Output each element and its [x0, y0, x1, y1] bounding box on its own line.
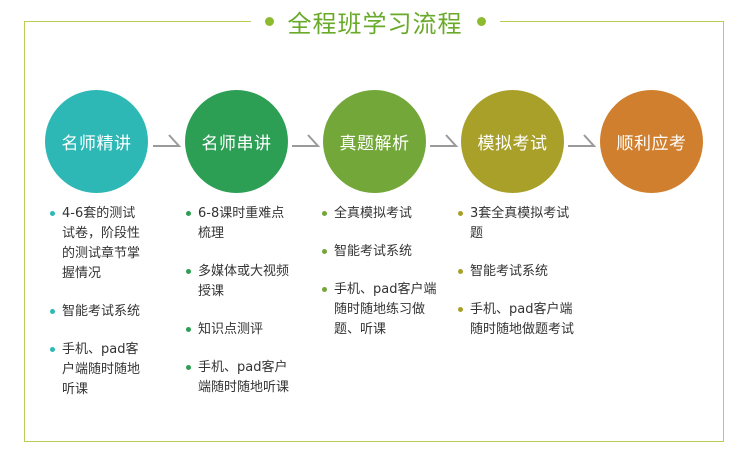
step-circle-2: 名师串讲: [185, 90, 288, 193]
page-title: 全程班学习流程: [287, 9, 463, 38]
list-item: 4-6套的测试试卷，阶段性的测试章节掌握情况: [50, 204, 148, 284]
step-circle-3: 真题解析: [323, 90, 426, 193]
arrow-icon: [291, 131, 321, 149]
title-left-dot-icon: [264, 16, 274, 26]
arrow-icon: [429, 131, 459, 149]
list-item: 6-8课时重难点梳理: [186, 204, 294, 244]
step-circle-1: 名师精讲: [45, 90, 148, 193]
step-circle-5: 顺利应考: [600, 90, 703, 193]
list-item: 3套全真模拟考试题: [458, 204, 576, 244]
list-item: 手机、pad客户端随时随地听课: [186, 358, 294, 398]
step-2-details: 6-8课时重难点梳理 多媒体或大视频授课 知识点测评 手机、pad客户端随时随地…: [186, 204, 294, 416]
step-3-details: 全真模拟考试 智能考试系统 手机、pad客户端随时随地练习做题、听课: [322, 204, 440, 358]
arrow-icon: [152, 131, 182, 149]
step-4-details: 3套全真模拟考试题 智能考试系统 手机、pad客户端随时随地做题考试: [458, 204, 576, 358]
list-item: 手机、pad客户端随时随地做题考试: [458, 300, 576, 340]
list-item: 手机、pad客户端随时随地练习做题、听课: [322, 280, 440, 340]
step-circle-4: 模拟考试: [461, 90, 564, 193]
list-item: 全真模拟考试: [322, 204, 440, 224]
title-bar: 全程班学习流程: [0, 2, 750, 40]
list-item: 知识点测评: [186, 320, 294, 340]
list-item: 智能考试系统: [50, 302, 148, 322]
list-item: 智能考试系统: [322, 242, 440, 262]
list-item: 手机、pad客户端随时随地听课: [50, 340, 148, 400]
list-item: 多媒体或大视频授课: [186, 262, 294, 302]
list-item: 智能考试系统: [458, 262, 576, 282]
step-1-details: 4-6套的测试试卷，阶段性的测试章节掌握情况 智能考试系统 手机、pad客户端随…: [50, 204, 148, 418]
arrow-icon: [567, 131, 597, 149]
title-right-dot-icon: [476, 16, 486, 26]
